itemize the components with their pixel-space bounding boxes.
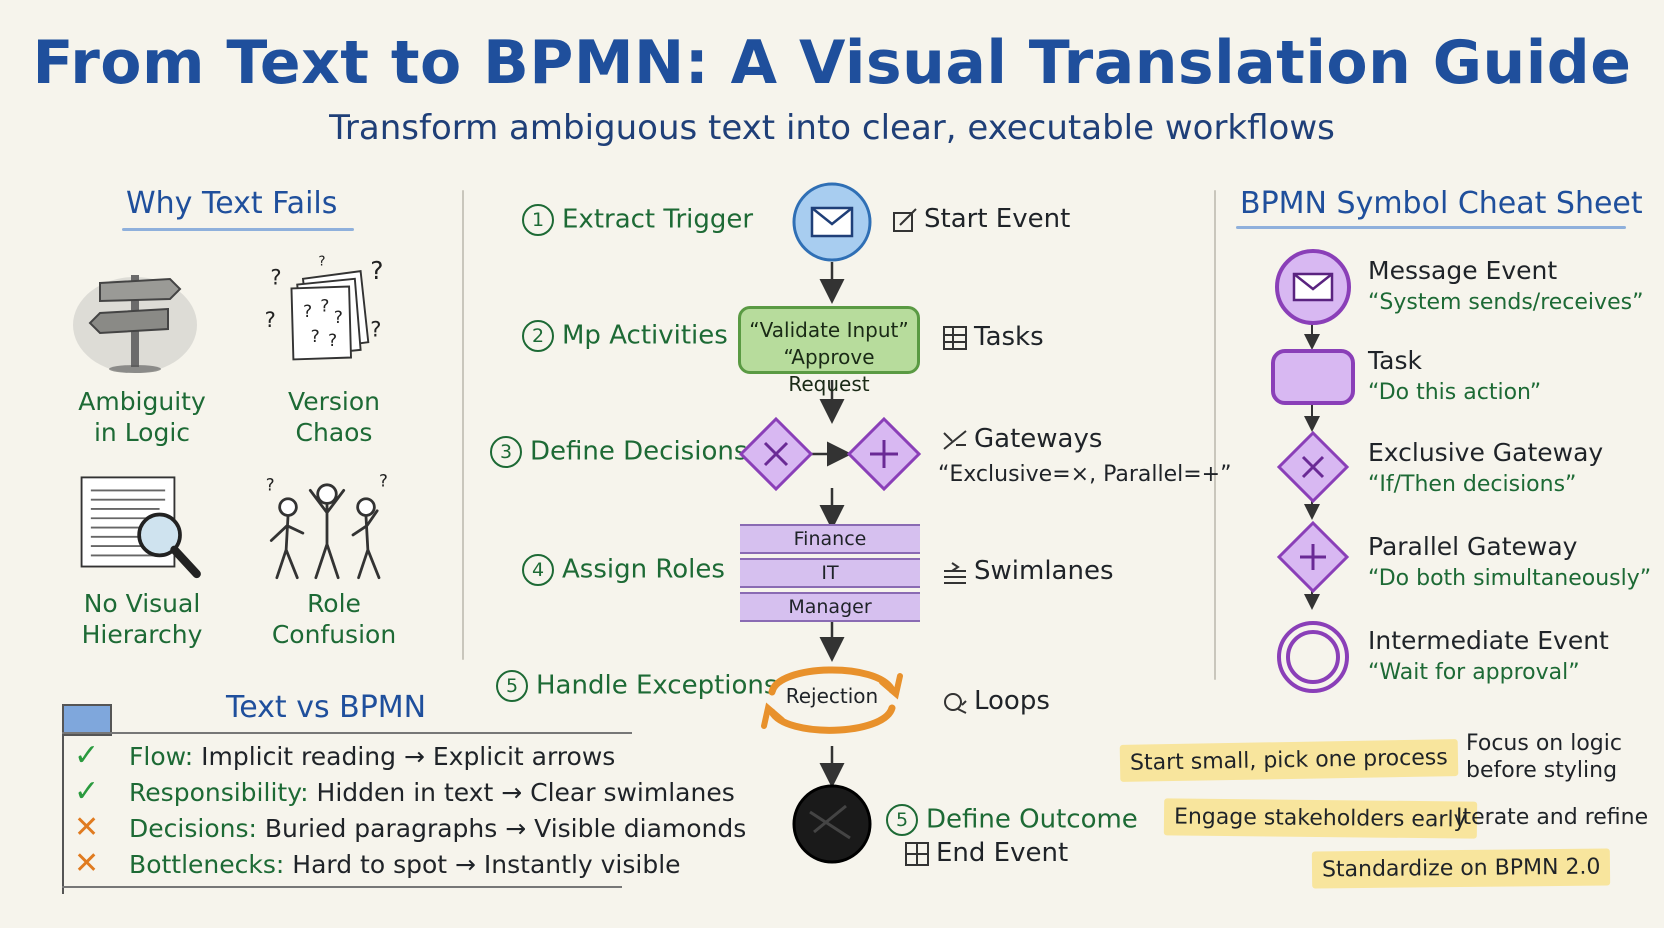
parallel-gateway-symbol-icon <box>1276 520 1350 594</box>
cheatsheet-intermediate-event: Intermediate Event <box>1368 626 1609 655</box>
message-event-icon <box>1275 249 1351 325</box>
tip-note: Start small, pick one process <box>1119 739 1459 782</box>
parallel-gateway-icon <box>846 416 922 492</box>
cheatsheet-parallel-desc: “Do both simultaneously” <box>1368 566 1652 591</box>
cheatsheet-task-desc: “Do this action” <box>1368 380 1542 405</box>
tip-text: Iterate and refine <box>1456 805 1649 830</box>
table-row: ✕ Bottlenecks: Hard to spot → Instantly … <box>74 846 681 881</box>
result-end-event: End Event <box>904 838 1068 868</box>
svg-text:?: ? <box>320 296 329 316</box>
tip-text: Focus on logic before styling <box>1466 731 1622 783</box>
svg-text:?: ? <box>379 471 388 491</box>
svg-text:?: ? <box>265 307 276 332</box>
rejection-loop-icon <box>761 666 903 734</box>
problem-label-version: Version Chaos <box>288 387 380 447</box>
page-title: From Text to BPMN: A Visual Translation … <box>32 28 1632 98</box>
svg-text:?: ? <box>270 265 281 290</box>
table-row: ✕ Decisions: Buried paragraphs → Visible… <box>74 810 747 845</box>
cheatsheet-exclusive-gateway: Exclusive Gateway <box>1368 438 1604 467</box>
table-row: ✓ Flow: Implicit reading → Explicit arro… <box>74 738 616 773</box>
svg-text:?: ? <box>370 316 381 341</box>
table-header-rule <box>62 732 632 734</box>
tip-note: Standardize on BPMN 2.0 <box>1311 848 1611 889</box>
swimlane-finance: Finance <box>740 524 920 554</box>
result-start-event: Start Event <box>892 204 1070 234</box>
result-tasks: Tasks <box>942 322 1044 352</box>
result-loops: Loops <box>942 686 1050 716</box>
document-magnifier-icon <box>80 476 201 579</box>
gateways-note: “Exclusive=×, Parallel=+” <box>938 462 1232 487</box>
lanes-icon <box>944 561 966 584</box>
svg-text:?: ? <box>303 302 312 322</box>
cheatsheet-message-event: Message Event <box>1368 256 1558 285</box>
branch-icon <box>943 429 967 450</box>
svg-text:?: ? <box>311 327 320 347</box>
task-symbol-icon <box>1271 349 1355 405</box>
checkmark-icon: ✓ <box>74 774 100 809</box>
svg-text:?: ? <box>266 474 275 494</box>
svg-text:?: ? <box>328 331 337 351</box>
start-event-envelope-icon <box>792 182 872 262</box>
cheatsheet-heading: BPMN Symbol Cheat Sheet <box>1240 186 1643 221</box>
signpost-icon <box>73 275 197 373</box>
confused-people-icon: ?? <box>266 471 388 580</box>
heading-underline <box>1236 226 1626 229</box>
tip-note: Engage stakeholders early <box>1163 798 1477 839</box>
heading-underline <box>122 228 354 231</box>
edit-box-icon <box>893 207 917 232</box>
exclusive-gateway-symbol-icon <box>1276 430 1350 504</box>
messy-papers-icon: ??? ?? ?? ?? ? <box>265 254 383 361</box>
cheatsheet-intermediate-desc: “Wait for approval” <box>1368 660 1580 685</box>
svg-text:?: ? <box>318 254 325 269</box>
cheatsheet-task: Task <box>1368 346 1422 375</box>
svg-text:?: ? <box>334 308 343 328</box>
exclusive-gateway-icon <box>738 416 814 492</box>
intermediate-event-icon <box>1277 621 1349 693</box>
swimlane-it: IT <box>740 558 920 588</box>
page-subtitle: Transform ambiguous text into clear, exe… <box>329 108 1335 148</box>
left-divider <box>462 190 464 660</box>
grid-icon <box>943 325 967 350</box>
loop-label: Rejection <box>785 684 879 708</box>
cheatsheet-parallel-gateway: Parallel Gateway <box>1368 532 1578 561</box>
end-event-icon <box>792 784 872 864</box>
why-text-fails-heading: Why Text Fails <box>126 186 338 221</box>
checkmark-icon: ✓ <box>74 738 100 773</box>
problem-label-ambiguity: Ambiguity in Logic <box>78 387 206 447</box>
svg-text:?: ? <box>370 256 383 285</box>
table-bottom-rule <box>62 886 622 888</box>
problem-label-roles: Role Confusion <box>271 589 397 649</box>
cross-icon: ✕ <box>74 810 100 845</box>
right-divider <box>1214 190 1216 680</box>
table-row: ✓ Responsibility: Hidden in text → Clear… <box>74 774 735 809</box>
swimlane-manager: Manager <box>740 592 920 622</box>
result-gateways: Gateways <box>942 424 1102 454</box>
table-icon <box>905 841 929 866</box>
loop-icon <box>944 692 967 714</box>
task-activities-box: “Validate Input” “Approve Request <box>738 306 920 396</box>
cheatsheet-message-desc: “System sends/receives” <box>1368 290 1644 315</box>
text-vs-bpmn-heading: Text vs BPMN <box>226 690 427 725</box>
cheatsheet-exclusive-desc: “If/Then decisions” <box>1368 472 1577 497</box>
result-swimlanes: Swimlanes <box>942 556 1114 586</box>
table-left-border <box>62 704 64 894</box>
cross-icon: ✕ <box>74 846 100 881</box>
problem-label-hierarchy: No Visual Hierarchy <box>81 589 203 649</box>
